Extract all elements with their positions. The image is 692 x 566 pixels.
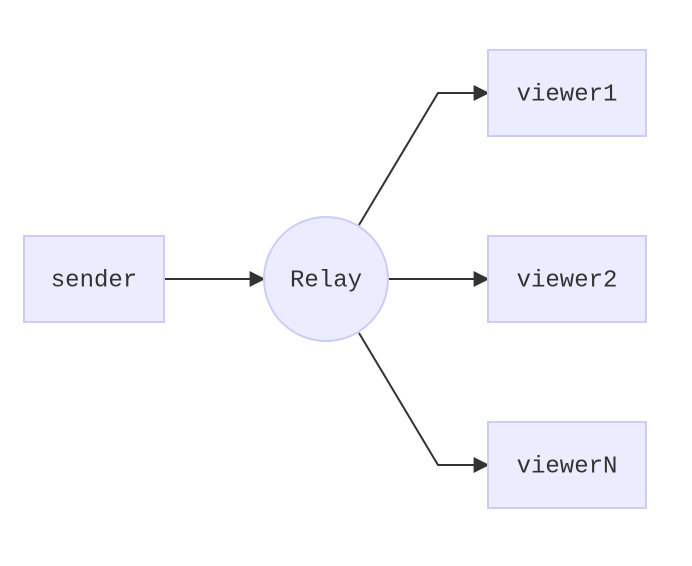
node-viewerN-box bbox=[487, 421, 647, 509]
edge-relay-to-viewer1 bbox=[358, 85, 490, 226]
node-relay-label: Relay bbox=[290, 267, 362, 294]
node-viewer2-label: viewer2 bbox=[517, 267, 618, 294]
node-sender-box bbox=[23, 235, 165, 323]
node-relay-circle bbox=[263, 216, 389, 342]
node-relay: Relay bbox=[263, 216, 389, 342]
node-sender: sender bbox=[23, 235, 165, 323]
node-viewer2-box bbox=[487, 235, 647, 323]
edges bbox=[165, 85, 490, 473]
node-viewerN-label: viewerN bbox=[517, 453, 618, 480]
node-viewer1-box bbox=[487, 49, 647, 137]
edge-relay-to-viewerN bbox=[358, 332, 490, 473]
node-sender-label: sender bbox=[51, 267, 137, 294]
node-viewer2: viewer2 bbox=[487, 235, 647, 323]
node-viewer1: viewer1 bbox=[487, 49, 647, 137]
node-viewer1-label: viewer1 bbox=[517, 81, 618, 108]
node-viewerN: viewerN bbox=[487, 421, 647, 509]
